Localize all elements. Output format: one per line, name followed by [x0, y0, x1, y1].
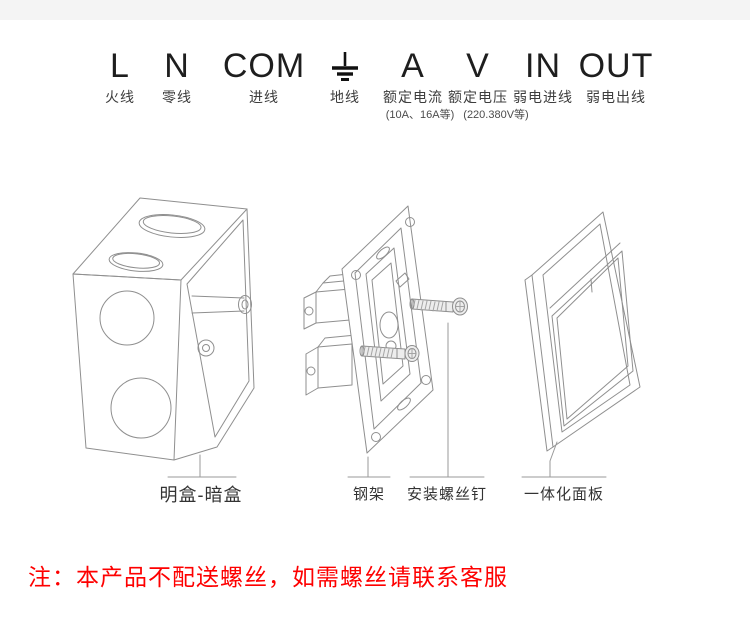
terminal-symbol: OUT — [578, 47, 654, 85]
terminal-N: N 零线 — [162, 48, 192, 105]
label-screws: 安装螺丝钉 — [406, 486, 488, 503]
terminal-label: 弱电出线 — [586, 89, 646, 105]
leader-line-screws — [410, 323, 484, 477]
terminal-COM: COM 进线 — [223, 48, 305, 105]
installation-diagram — [0, 180, 750, 490]
mounting-screws-drawing — [360, 298, 468, 362]
terminal-label: 火线 — [105, 89, 135, 105]
top-gray-strip — [0, 0, 750, 20]
terminal-V: V 额定电压 (220.380V等) — [445, 47, 529, 122]
terminal-label: 额定电流 — [382, 89, 443, 105]
junction-box-drawing — [73, 198, 254, 460]
earth-ground-icon — [330, 48, 360, 84]
terminal-ground: 地线 — [330, 48, 360, 105]
terminal-label: 额定电压 — [448, 89, 508, 105]
terminal-note: (220.380V等) — [463, 109, 529, 121]
terminal-label: 进线 — [248, 89, 279, 105]
footer-note: 注：本产品不配送螺丝，如需螺丝请联系客服 — [28, 564, 508, 590]
leader-lines — [168, 323, 606, 477]
terminal-label: 地线 — [330, 89, 360, 105]
leader-line-panel — [522, 442, 606, 477]
steel-frame-drawing — [304, 206, 433, 453]
terminal-note: (10A、16A等) — [385, 109, 455, 121]
panel-drawing — [525, 212, 640, 451]
leader-line-frame — [348, 457, 390, 477]
terminal-symbol: V — [466, 47, 490, 85]
terminal-symbol: A — [401, 47, 425, 85]
terminal-A: A 额定电流 (10A、16A等) — [379, 47, 454, 122]
terminal-symbol: COM — [222, 47, 306, 85]
leader-line-box — [168, 455, 236, 477]
terminal-OUT: OUT 弱电出线 — [579, 48, 654, 105]
label-mounting-box: 明盒-暗盒 — [159, 485, 243, 505]
terminal-symbol: N — [164, 47, 190, 85]
terminal-IN: IN 弱电进线 — [513, 48, 573, 105]
terminal-symbol: L — [110, 47, 130, 85]
label-panel: 一体化面板 — [523, 486, 605, 503]
terminal-L: L 火线 — [105, 48, 135, 105]
terminal-label: 零线 — [162, 89, 192, 105]
terminal-label: 弱电进线 — [513, 89, 573, 105]
terminal-symbol: IN — [525, 47, 561, 85]
label-steel-frame: 钢架 — [352, 486, 386, 503]
